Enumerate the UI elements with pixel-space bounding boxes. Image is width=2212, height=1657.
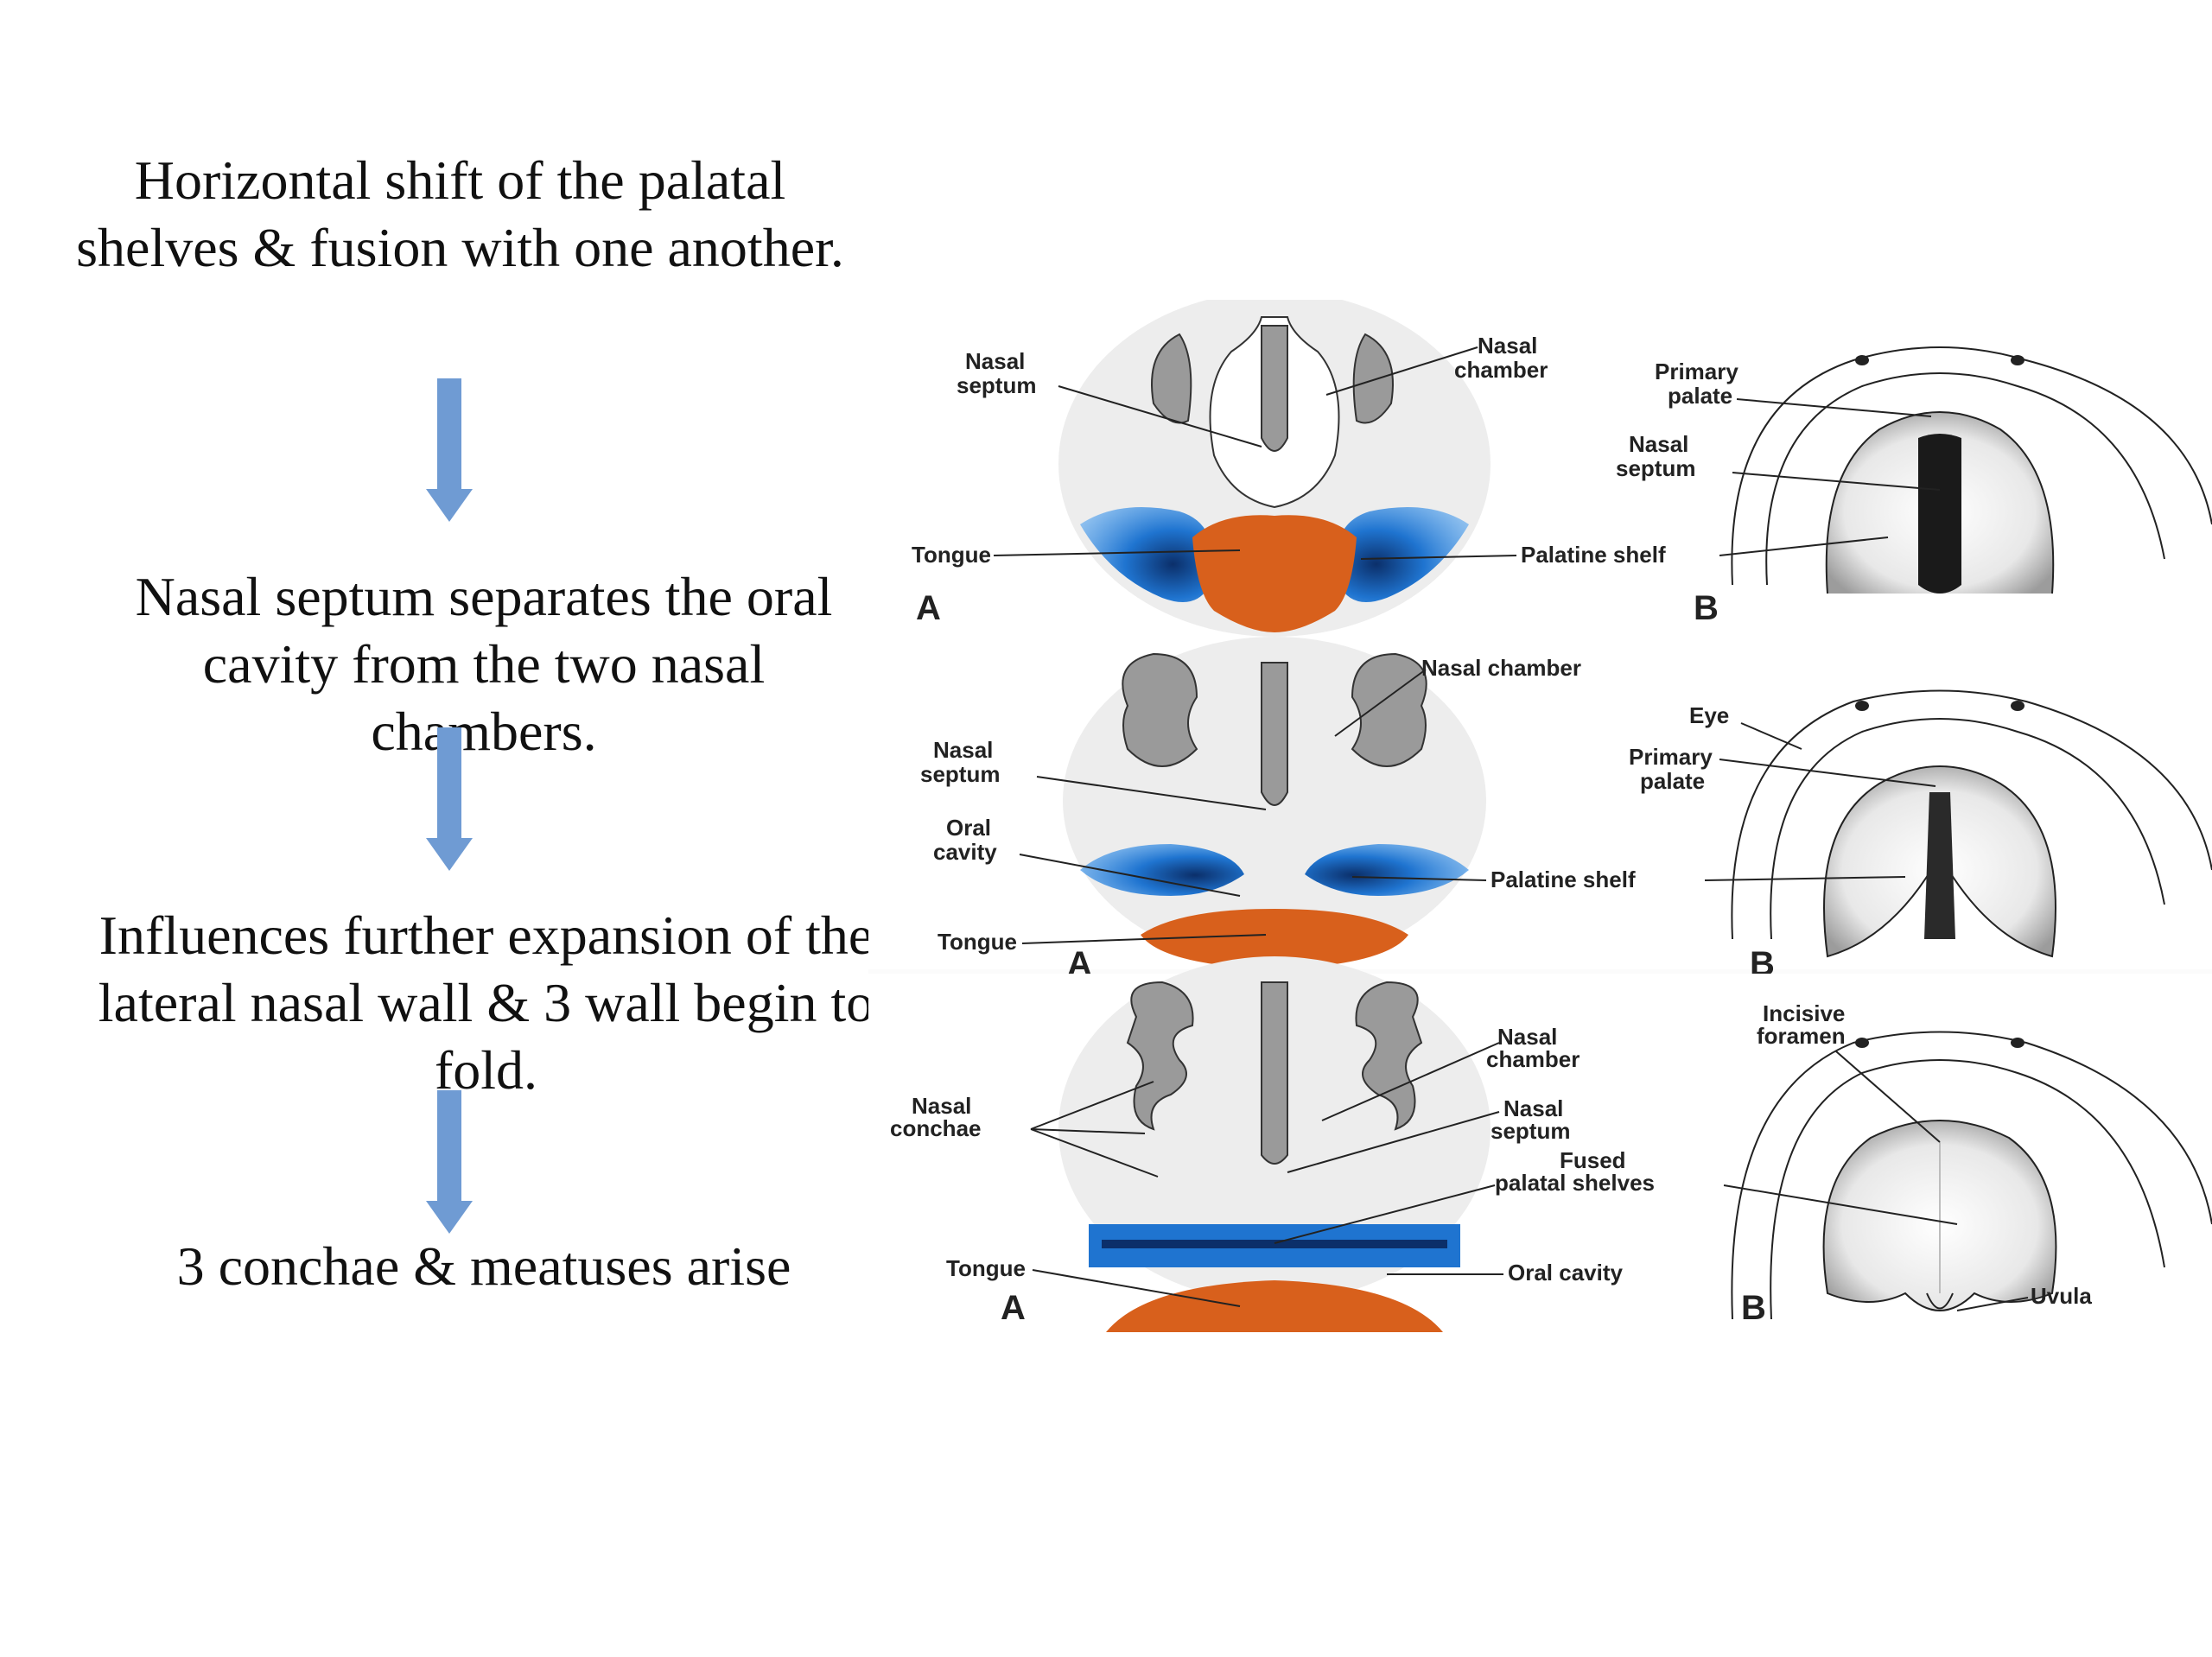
- row3-view-label-b: B: [1741, 1289, 1766, 1327]
- row1-view-label-b: B: [1694, 589, 1719, 627]
- row1-tongue: [1192, 515, 1357, 632]
- row1-shelf-right: [1336, 507, 1469, 602]
- row3-label-uvula: Uvula: [2031, 1283, 2092, 1309]
- row1-section-a: [1058, 300, 1491, 637]
- row3-view-b: [1731, 1031, 2212, 1320]
- step-line: Horizontal shift of the palatal: [134, 149, 786, 211]
- step-horizontal-shift: Horizontal shift of the palatal shelves …: [17, 147, 868, 282]
- row2-label-nasal-chamber: Nasal chamber: [1421, 655, 1581, 681]
- row3-view-label-a: A: [1001, 1289, 1026, 1327]
- row2-shelf-right: [1305, 844, 1469, 896]
- down-arrow-icon: [426, 1090, 473, 1234]
- step-line: lateral nasal wall & 3 wall begin to: [98, 972, 868, 1033]
- step-nasal-septum-separates: Nasal septum separates the oral cavity f…: [95, 563, 868, 765]
- row2-label-palatine-shelf: Palatine shelf: [1491, 867, 1636, 892]
- step-line: 3 conchae & meatuses arise: [176, 1235, 791, 1297]
- step-line: cavity from the two nasal: [202, 633, 766, 695]
- row2-label-tongue: Tongue: [938, 929, 1017, 955]
- down-arrow-icon: [426, 378, 473, 522]
- row2-shelf-left: [1080, 844, 1244, 896]
- row3-tongue: [1106, 1280, 1443, 1332]
- row3-label-tongue: Tongue: [946, 1255, 1026, 1281]
- row2-view-b: [1731, 689, 2212, 958]
- step-line: chambers.: [371, 701, 597, 762]
- row1-view-label-a: A: [916, 589, 941, 627]
- row1-label-palatine-shelf: Palatine shelf: [1521, 542, 1666, 568]
- step-line: shelves & fusion with one another.: [76, 217, 844, 278]
- row1-shelf-left: [1080, 507, 1213, 602]
- step-line: Influences further expansion of the: [99, 905, 868, 966]
- step-influences-expansion: Influences further expansion of the late…: [52, 902, 868, 1104]
- down-arrow-icon: [426, 727, 473, 871]
- step-conchae-arise: 3 conchae & meatuses arise: [95, 1233, 868, 1300]
- flow-column: Horizontal shift of the palatal shelves …: [0, 0, 868, 1657]
- row3-label-oral-cavity: Oral cavity: [1508, 1260, 1624, 1286]
- step-line: Nasal septum separates the oral: [135, 566, 833, 627]
- row2-label-eye: Eye: [1689, 702, 1729, 728]
- row2-tongue: [1141, 909, 1408, 969]
- row1-label-tongue: Tongue: [912, 542, 991, 568]
- row1-view-b: [1731, 346, 2212, 594]
